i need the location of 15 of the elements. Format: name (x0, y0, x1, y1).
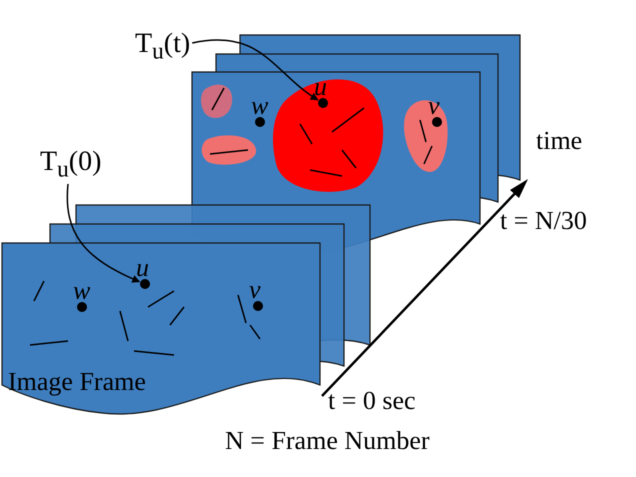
axis-label: time (536, 128, 582, 154)
point-label: u (314, 74, 327, 100)
point-label: w (251, 93, 268, 119)
axis-label: t = N/30 (500, 208, 587, 234)
axis-label: N = Frame Number (225, 428, 430, 454)
annotation-label: T$_{u}$(t) (135, 30, 190, 64)
frame-label: Image Frame (8, 369, 146, 395)
point-label: v (428, 93, 440, 119)
point-label: w (73, 278, 90, 304)
leader-arrow (66, 184, 140, 282)
axis-label: t = 0 sec (328, 388, 416, 414)
point-label: u (136, 255, 149, 281)
leader-arrow (192, 39, 319, 101)
annotation-label: T$_{u}$(0) (40, 148, 102, 182)
point-label: v (249, 277, 261, 303)
